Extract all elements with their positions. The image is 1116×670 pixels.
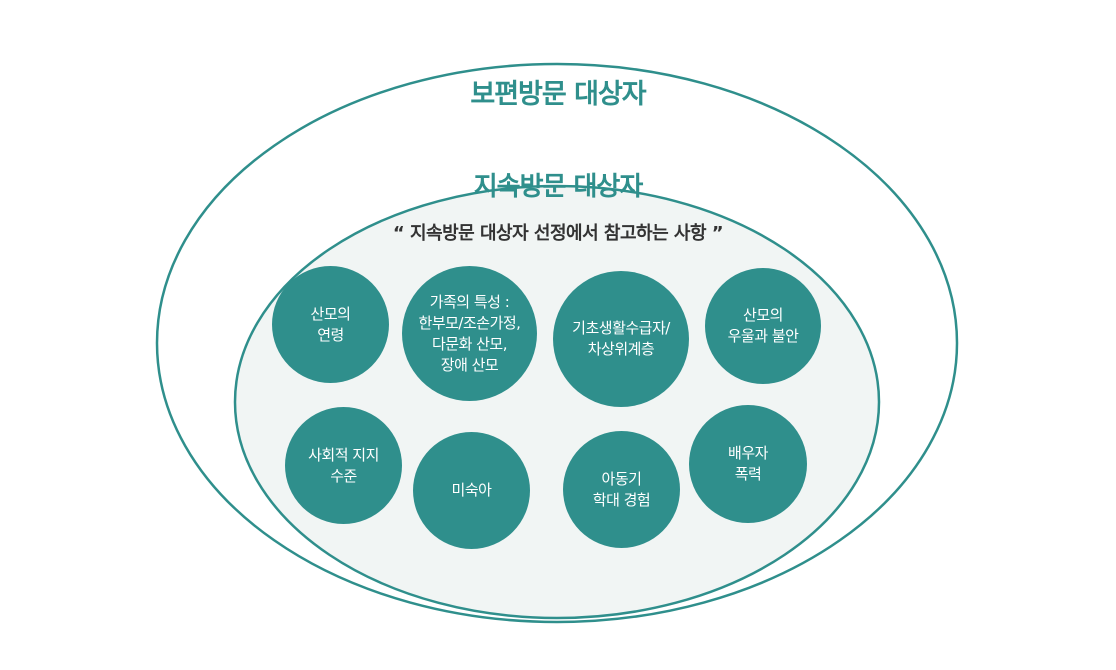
- continuous-visit-ellipse: [233, 184, 881, 620]
- factor-label-line: 배우자: [728, 444, 768, 462]
- factor-maternal-age: 산모의 연령: [272, 266, 389, 383]
- factor-label-line: 산모의: [310, 304, 351, 323]
- factor-label-line: 수준: [330, 466, 357, 485]
- factor-label-line: 한부모/조손가정,: [418, 313, 521, 332]
- factor-childhood-abuse: 아동기 학대 경험: [563, 431, 680, 548]
- factor-label-line: 연령: [317, 325, 344, 344]
- factor-premature-infant: 미숙아: [413, 432, 530, 549]
- factor-label-line: 사회적 지지: [308, 445, 379, 464]
- universal-visit-title: 보편방문 대상자: [470, 79, 646, 110]
- factor-label-line: 학대 경험: [592, 490, 651, 509]
- factor-low-income: 기초생활수급자/ 차상위계층: [553, 271, 689, 407]
- factor-label-line: 산모의: [743, 306, 783, 324]
- factor-label-line: 가족의 특성 :: [429, 292, 510, 311]
- factor-label-line: 미숙아: [451, 481, 492, 499]
- factor-social-support: 사회적 지지 수준: [285, 407, 402, 524]
- factor-family-characteristics: 가족의 특성 : 한부모/조손가정, 다문화 산모, 장애 산모: [402, 266, 537, 401]
- factor-label-line: 기초생활수급자/: [572, 319, 670, 337]
- continuous-visit-title: 지속방문 대상자: [473, 172, 644, 202]
- factor-label-line: 아동기: [601, 469, 642, 488]
- criteria-subtitle: “ 지속방문 대상자 선정에서 참고하는 사항 ”: [392, 223, 724, 244]
- factor-maternal-depression: 산모의 우울과 불안: [705, 268, 821, 384]
- factor-label-line: 우울과 불안: [727, 327, 799, 345]
- factor-label-line: 장애 산모: [440, 355, 499, 374]
- factor-label-line: 폭력: [734, 465, 762, 483]
- factor-label-line: 다문화 산모,: [431, 334, 508, 353]
- factor-label-line: 차상위계층: [587, 340, 655, 358]
- factor-spousal-violence: 배우자 폭력: [689, 405, 807, 523]
